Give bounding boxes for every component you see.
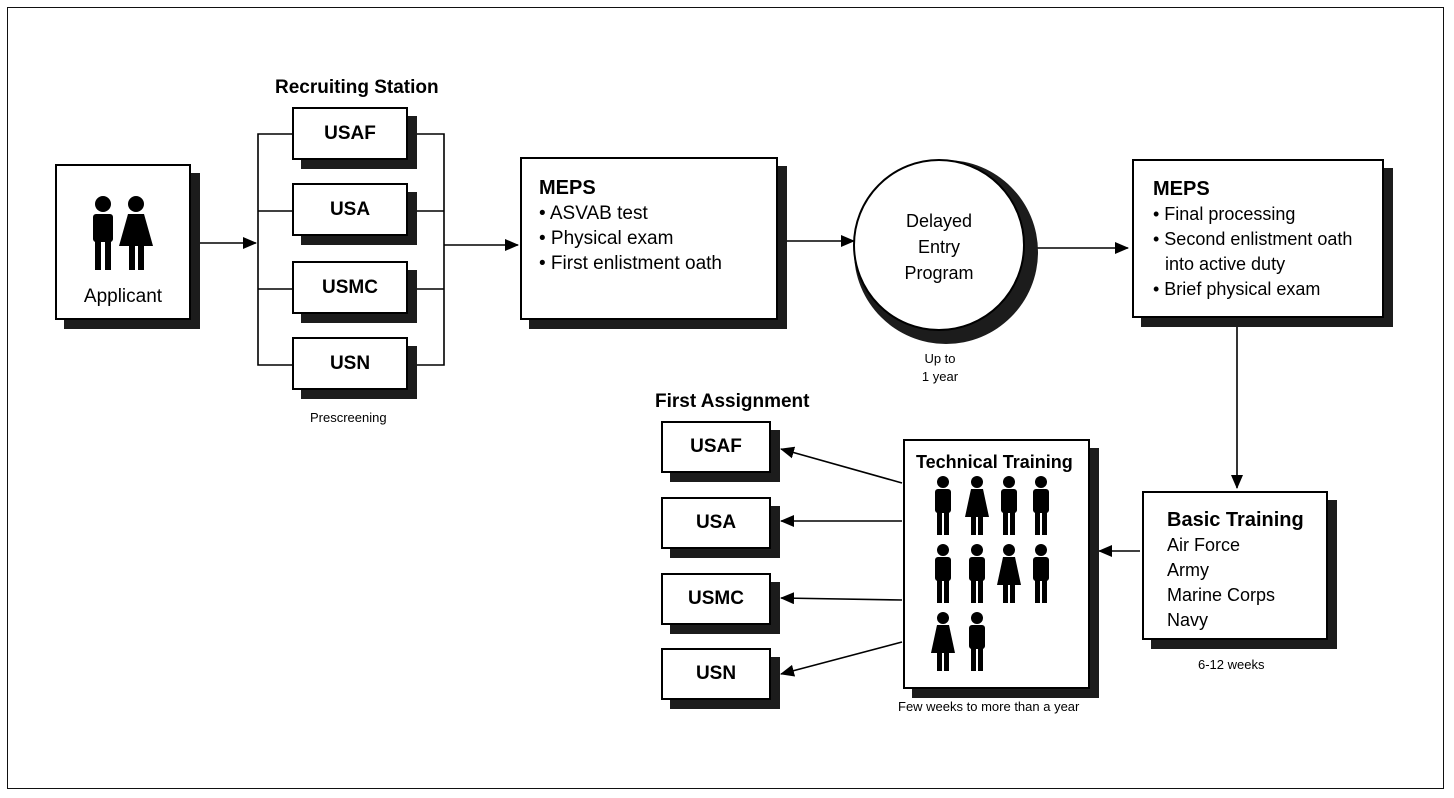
meps-final-title: MEPS xyxy=(1153,178,1210,200)
assign-usaf-box: USAF xyxy=(661,421,771,473)
basic-training-item: Navy xyxy=(1167,610,1209,630)
meps-final-content: MEPS • Final processing • Second enlistm… xyxy=(1153,177,1352,302)
basic-training-title: Basic Training xyxy=(1167,509,1304,531)
recruit-usmc-box: USMC xyxy=(292,261,408,314)
meps-final-item: • Brief physical exam xyxy=(1153,279,1321,299)
applicant-couple-icon xyxy=(93,196,153,270)
assign-usn-box: USN xyxy=(661,648,771,700)
diagram-frame xyxy=(7,7,1444,789)
male-icon xyxy=(935,544,951,603)
male-icon xyxy=(935,476,951,535)
dep-caption: Up to 1 year xyxy=(910,350,970,386)
dep-circle xyxy=(853,159,1025,331)
arrow-tech-usn xyxy=(780,641,903,677)
meps-content: MEPS • ASVAB test • Physical exam • Firs… xyxy=(539,176,722,276)
applicant-label: Applicant xyxy=(83,286,163,307)
assign-usmc-box: USMC xyxy=(661,573,771,625)
recruiting-title: Recruiting Station xyxy=(275,77,439,98)
male-icon xyxy=(969,544,985,603)
male-icon xyxy=(1001,476,1017,535)
meps-item: • First enlistment oath xyxy=(539,253,722,274)
first-assignment-title: First Assignment xyxy=(655,391,810,412)
recruit-usa-box: USA xyxy=(292,183,408,236)
technical-training-box: Technical Training xyxy=(903,439,1090,689)
dep-line: Program xyxy=(904,263,974,283)
meps-title: MEPS xyxy=(539,177,596,199)
meps-final-item: into active duty xyxy=(1165,254,1286,274)
female-icon xyxy=(997,544,1021,603)
basic-training-box: Basic Training Air Force Army Marine Cor… xyxy=(1142,491,1328,640)
male-icon xyxy=(1033,544,1049,603)
dep-line: Entry xyxy=(917,237,960,257)
basic-training-caption: 6-12 weeks xyxy=(1198,657,1265,672)
prescreening-caption: Prescreening xyxy=(310,410,387,425)
recruit-usn-box: USN xyxy=(292,337,408,390)
technical-training-title: Technical Training xyxy=(916,452,1073,472)
meps-processing-box: MEPS • ASVAB test • Physical exam • Firs… xyxy=(520,157,778,320)
arrow-tech-usaf xyxy=(780,446,903,484)
meps-item: • Physical exam xyxy=(539,228,674,249)
meps-final-item: • Final processing xyxy=(1153,204,1296,224)
basic-training-content: Basic Training Air Force Army Marine Cor… xyxy=(1167,508,1304,633)
dep-line: Delayed xyxy=(905,211,973,231)
male-icon xyxy=(1033,476,1049,535)
applicant-box: Applicant xyxy=(55,164,191,320)
female-icon xyxy=(965,476,989,535)
female-icon xyxy=(931,612,955,671)
arrow-tech-usmc xyxy=(780,592,903,605)
dep-caption-line: Up to xyxy=(924,351,956,366)
recruit-usaf-box: USAF xyxy=(292,107,408,160)
meps-final-item: • Second enlistment oath xyxy=(1153,229,1353,249)
recruit-left-bracket xyxy=(257,133,292,366)
dep-label: Delayed Entry Program xyxy=(879,208,999,286)
technical-training-caption: Few weeks to more than a year xyxy=(898,699,1080,714)
recruit-right-bracket xyxy=(408,133,445,366)
assign-usa-box: USA xyxy=(661,497,771,549)
basic-training-item: Air Force xyxy=(1167,535,1241,555)
basic-training-item: Marine Corps xyxy=(1167,585,1276,605)
meps-item: • ASVAB test xyxy=(539,203,648,224)
dep-caption-line: 1 year xyxy=(921,369,959,384)
basic-training-item: Army xyxy=(1167,560,1209,580)
male-icon xyxy=(969,612,985,671)
meps-final-box: MEPS • Final processing • Second enlistm… xyxy=(1132,159,1384,318)
